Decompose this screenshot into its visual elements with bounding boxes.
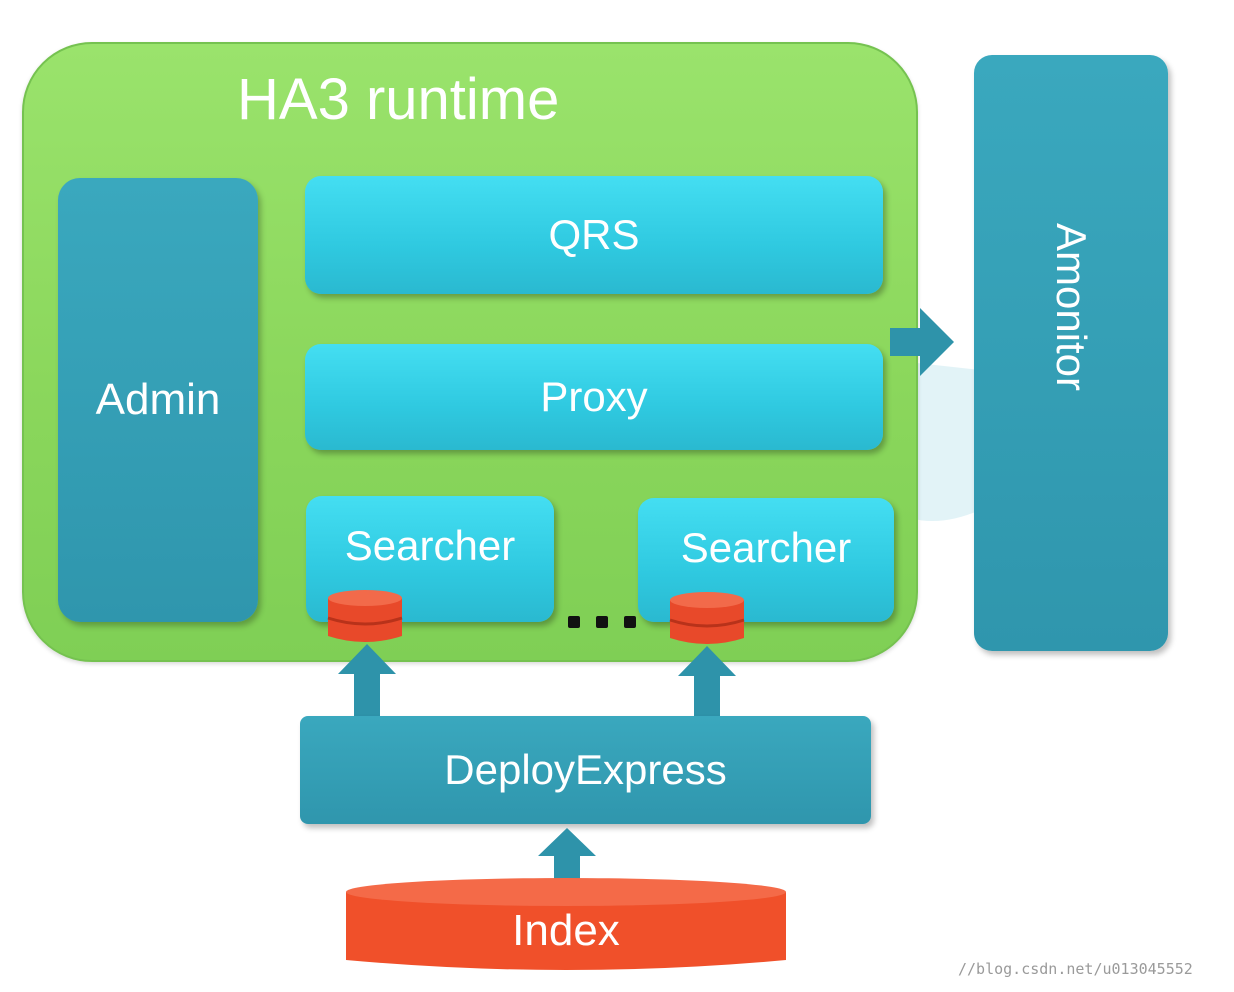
arrow-up-icon-right <box>678 646 736 716</box>
searcher-label-right: Searcher <box>680 524 852 571</box>
searcher-label-left: Searcher <box>344 522 516 569</box>
qrs-block: QRS <box>305 176 883 294</box>
arrow-up-icon-left <box>338 644 396 716</box>
proxy-label: Proxy <box>540 373 648 420</box>
qrs-label: QRS <box>548 211 640 258</box>
watermark-text: //blog.csdn.net/u013045552 <box>958 960 1193 978</box>
amonitor-label: Amonitor <box>1048 222 1095 392</box>
arrow-up-icon-center <box>538 828 596 888</box>
index-storage: Index <box>344 876 788 976</box>
deploy-express-label: DeployExpress <box>444 746 727 793</box>
cylinder-disk-icon-right <box>669 592 745 644</box>
admin-block: Admin <box>58 178 258 622</box>
cylinder-disk-icon-left <box>327 590 403 642</box>
amonitor-block: Amonitor <box>974 55 1168 651</box>
index-label: Index <box>512 906 620 955</box>
admin-label: Admin <box>95 375 221 424</box>
proxy-block: Proxy <box>305 344 883 450</box>
arrow-right-icon <box>890 308 954 376</box>
runtime-title: HA3 runtime <box>237 67 560 132</box>
ellipsis-dots <box>568 616 636 628</box>
deploy-express-block: DeployExpress <box>300 716 871 824</box>
index-cylinder-icon <box>346 878 786 970</box>
